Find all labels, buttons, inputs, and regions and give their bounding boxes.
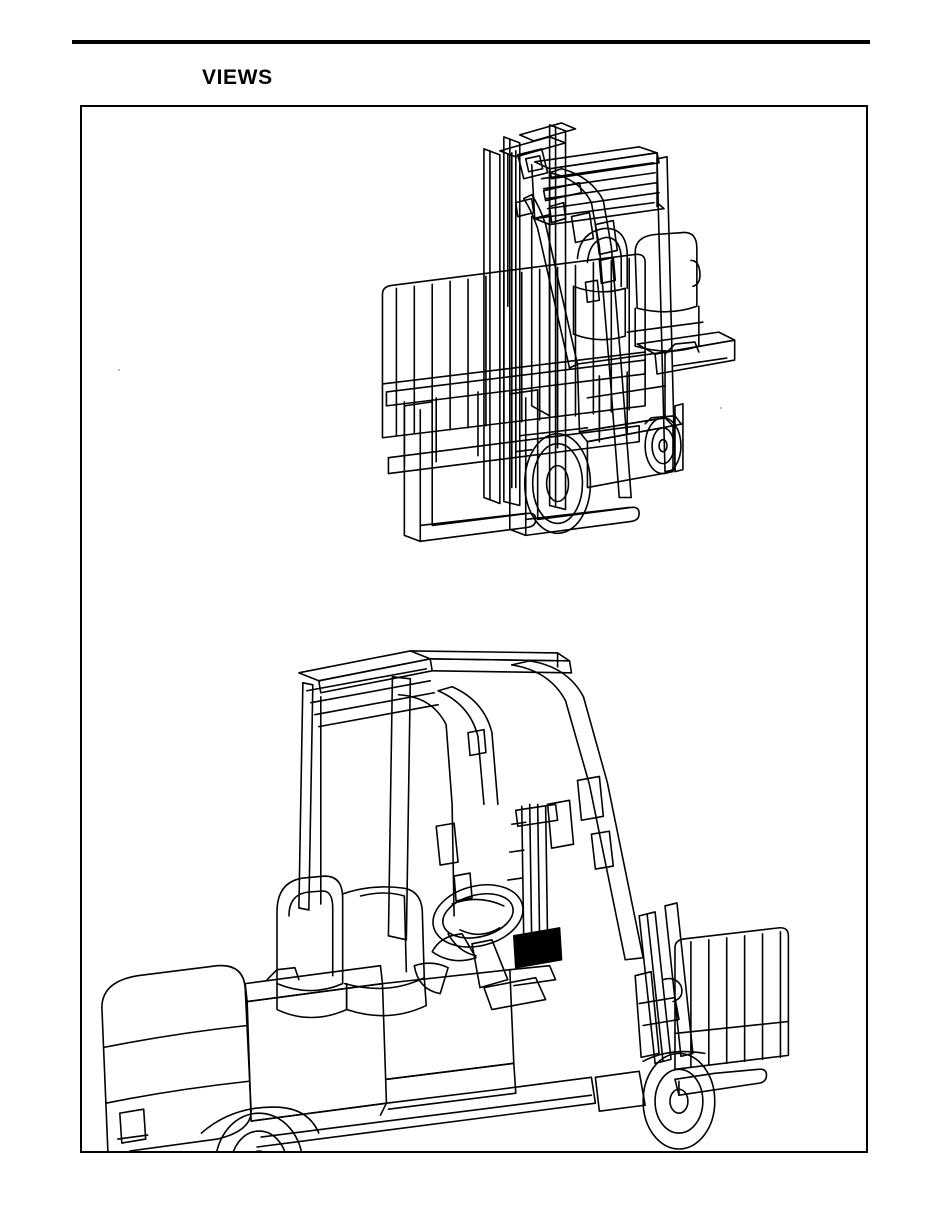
- floor-plate: [250, 1076, 597, 1148]
- control-levers: [507, 803, 563, 969]
- overhead-guard-center-post: [437, 685, 499, 806]
- rear-caster-wheel-rear: [200, 1106, 320, 1151]
- overhead-guard-rear-post: [656, 156, 676, 473]
- page-title: VIEWS: [202, 66, 273, 89]
- scan-artifact: [720, 407, 722, 409]
- cab-rear-panel: [319, 693, 455, 917]
- rear-caster-wheel: [644, 415, 682, 475]
- mast-assembly: [483, 122, 577, 511]
- illustration-forklift-front-three-quarter: [381, 122, 736, 543]
- overhead-guard-canopy: [530, 146, 665, 226]
- hydraulic-bar: [542, 181, 583, 224]
- overhead-guard-right-post-rear: [511, 660, 644, 961]
- forklift-views-illustration: [101, 122, 790, 1151]
- operator-seat: [572, 227, 704, 352]
- tilt-cylinder: [522, 193, 579, 369]
- guard-brackets-rear: [435, 728, 615, 902]
- fork-carriage: [385, 359, 646, 475]
- scan-artifact: [118, 369, 120, 371]
- mast-rails-rear: [638, 902, 694, 1065]
- drive-wheel: [523, 432, 592, 535]
- lower-frame: [514, 426, 589, 453]
- counterweight: [101, 964, 252, 1151]
- header-rule: [72, 40, 870, 44]
- illustration-frame: [80, 105, 868, 1153]
- operator-seat-rear: [276, 875, 428, 1019]
- overhead-guard-canopy-rear: [298, 650, 573, 728]
- steering-column: [413, 933, 547, 1011]
- load-backrest-rear: [674, 926, 790, 1071]
- rear-deck: [636, 331, 736, 375]
- fork-tip-rear: [674, 1068, 768, 1097]
- illustration-forklift-rear-three-quarter: [101, 650, 790, 1151]
- overhead-guard-left-posts: [298, 676, 412, 941]
